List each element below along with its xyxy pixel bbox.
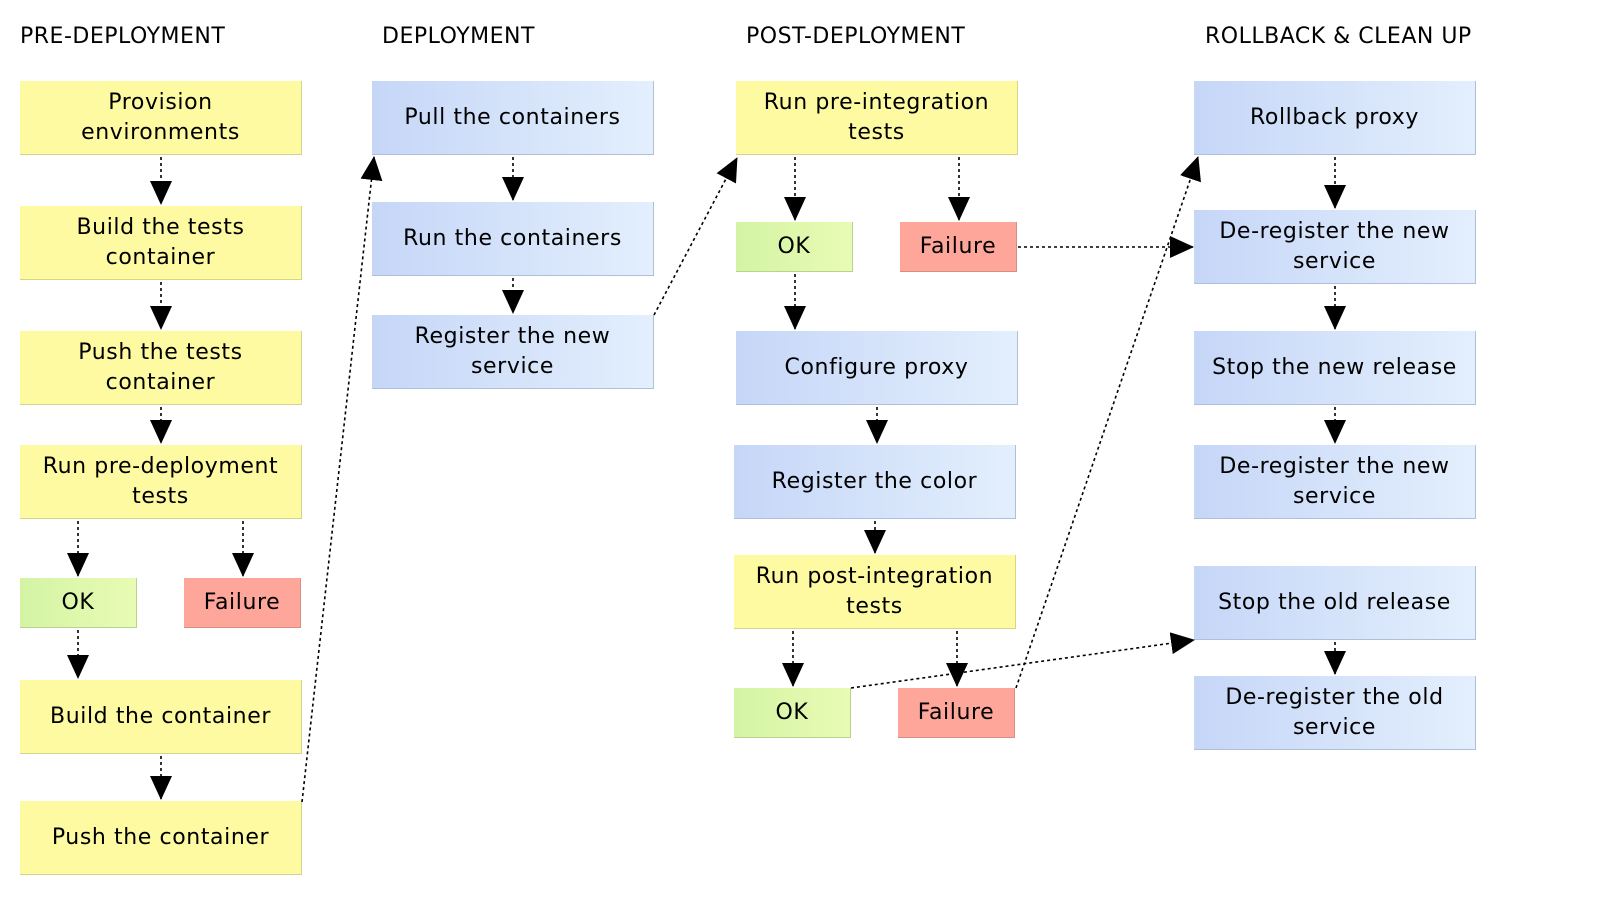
box-label: De-register the old service (1225, 684, 1444, 740)
arrow-ok2-to-stop-old (850, 632, 1195, 689)
column-title-rollback: ROLLBACK & CLEAN UP (1205, 24, 1472, 49)
box-label: De-register the new service (1219, 218, 1450, 274)
build-container-box: Build the container (20, 680, 302, 754)
pre-integration-ok-box: OK (736, 222, 853, 272)
box-label: Failure (203, 589, 281, 615)
box-label: Pull the containers (404, 104, 621, 130)
run-post-integration-tests-box: Run post-integration tests (734, 555, 1016, 629)
box-label: Push the container (51, 824, 270, 850)
build-tests-container-box: Build the tests container (20, 206, 302, 280)
arrow-push-to-pull (301, 156, 383, 803)
deregister-old-service-box: De-register the old service (1194, 676, 1476, 750)
box-label: Run post-integration tests (755, 563, 994, 619)
box-label: Failure (919, 233, 997, 259)
run-containers-box: Run the containers (372, 202, 654, 276)
box-label: OK (777, 233, 811, 259)
run-pre-integration-tests-box: Run pre-integration tests (736, 81, 1018, 155)
pre-deployment-failure-box: Failure (184, 578, 301, 628)
box-label: Build the tests container (76, 214, 245, 270)
column-title-post-deployment: POST-DEPLOYMENT (746, 24, 966, 49)
box-label: Run the containers (403, 225, 622, 251)
box-label: Register the color (771, 468, 978, 494)
pre-deployment-ok-box: OK (20, 578, 137, 628)
rollback-proxy-box: Rollback proxy (1194, 81, 1476, 155)
box-label: Run pre-integration tests (763, 89, 990, 145)
provision-environments-box: Provision environments (20, 81, 302, 155)
push-container-box: Push the container (20, 801, 302, 875)
column-title-deployment: DEPLOYMENT (382, 24, 535, 49)
register-new-service-box: Register the new service (372, 315, 654, 389)
deregister-new-service-box-1: De-register the new service (1194, 210, 1476, 284)
box-label: Configure proxy (784, 354, 969, 380)
post-integration-ok-box: OK (734, 688, 851, 738)
register-color-box: Register the color (734, 445, 1016, 519)
configure-proxy-box: Configure proxy (736, 331, 1018, 405)
box-label: Rollback proxy (1249, 104, 1419, 130)
box-label: Push the tests container (78, 339, 243, 395)
box-label: De-register the new service (1219, 453, 1450, 509)
box-label: Stop the new release (1212, 354, 1457, 380)
box-label: OK (61, 589, 95, 615)
arrow-register-to-pre-int (653, 157, 738, 316)
push-tests-container-box: Push the tests container (20, 331, 302, 405)
box-label: Stop the old release (1218, 589, 1451, 615)
pull-containers-box: Pull the containers (372, 81, 654, 155)
column-title-pre-deployment: PRE-DEPLOYMENT (20, 24, 226, 49)
stop-old-release-box: Stop the old release (1194, 566, 1476, 640)
run-pre-deployment-tests-box: Run pre-deployment tests (20, 445, 302, 519)
box-label: Failure (917, 699, 995, 725)
box-label: Register the new service (414, 323, 611, 379)
arrow-failure2-to-rollback-proxy (1015, 156, 1201, 689)
stop-new-release-box: Stop the new release (1194, 331, 1476, 405)
deregister-new-service-box-2: De-register the new service (1194, 445, 1476, 519)
box-label: Build the container (50, 703, 271, 729)
box-label: Provision environments (81, 89, 240, 145)
post-integration-failure-box: Failure (898, 688, 1015, 738)
box-label: Run pre-deployment tests (42, 453, 279, 509)
box-label: OK (775, 699, 809, 725)
pre-integration-failure-box: Failure (900, 222, 1017, 272)
